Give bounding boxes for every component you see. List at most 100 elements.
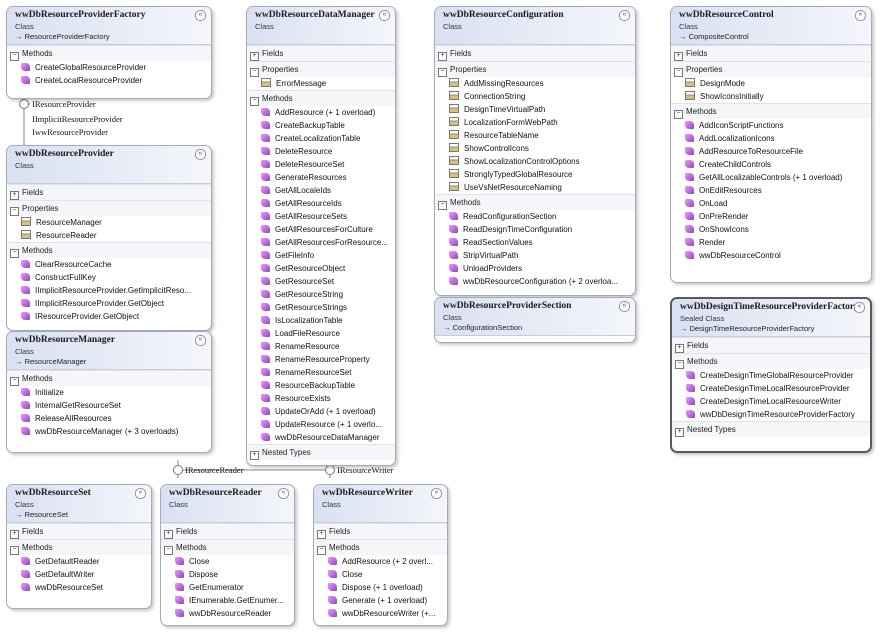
member-item[interactable]: Initialize — [7, 386, 211, 399]
member-item[interactable]: UnloadProviders — [435, 262, 635, 275]
minus-icon[interactable]: − — [438, 201, 447, 210]
member-item[interactable]: GetAllLocaleIds — [247, 184, 395, 197]
member-item[interactable]: wwDbResourceDataManager — [247, 431, 395, 444]
minus-icon[interactable]: − — [10, 249, 19, 258]
member-item[interactable]: ResourceBackupTable — [247, 379, 395, 392]
member-item[interactable]: DesignTimeVirtualPath — [435, 103, 635, 116]
collapse-icon[interactable]: « — [195, 335, 206, 346]
member-item[interactable]: UpdateResource (+ 1 overlo... — [247, 418, 395, 431]
member-item[interactable]: CreateBackupTable — [247, 119, 395, 132]
member-item[interactable]: CreateLocalizationTable — [247, 132, 395, 145]
section-header[interactable]: +Fields — [671, 45, 871, 61]
plus-icon[interactable]: + — [438, 52, 447, 61]
plus-icon[interactable]: + — [10, 191, 19, 200]
section-header[interactable]: −Properties — [435, 61, 635, 77]
minus-icon[interactable]: − — [438, 68, 447, 77]
section-header[interactable]: −Properties — [247, 61, 395, 77]
minus-icon[interactable]: − — [10, 377, 19, 386]
member-item[interactable]: ResourceManager — [7, 216, 211, 229]
minus-icon[interactable]: − — [10, 546, 19, 555]
member-item[interactable]: AddResource (+ 2 overl... — [314, 555, 447, 568]
member-item[interactable]: Dispose — [161, 568, 294, 581]
member-item[interactable]: GetAllLocalizableControls (+ 1 overload) — [671, 171, 871, 184]
member-item[interactable]: IImplicitResourceProvider.GetImplicitRes… — [7, 284, 211, 297]
section-header[interactable]: −Methods — [247, 90, 395, 106]
member-item[interactable]: ShowControlIcons — [435, 142, 635, 155]
section-header[interactable]: −Methods — [7, 539, 151, 555]
minus-icon[interactable]: − — [675, 360, 684, 369]
member-item[interactable]: GetResourceSet — [247, 275, 395, 288]
member-item[interactable]: AddMissingResources — [435, 77, 635, 90]
section-header[interactable]: +Fields — [7, 523, 151, 539]
member-item[interactable]: ConnectionString — [435, 90, 635, 103]
minus-icon[interactable]: − — [674, 68, 683, 77]
section-header[interactable]: −Methods — [314, 539, 447, 555]
member-item[interactable]: Close — [314, 568, 447, 581]
minus-icon[interactable]: − — [250, 97, 259, 106]
member-item[interactable]: wwDbResourceConfiguration (+ 2 overloa..… — [435, 275, 635, 288]
member-item[interactable]: ResourceExists — [247, 392, 395, 405]
member-item[interactable]: AddIconScriptFunctions — [671, 119, 871, 132]
member-item[interactable]: GetResourceStrings — [247, 301, 395, 314]
member-item[interactable]: StronglyTypedGlobalResource — [435, 168, 635, 181]
member-item[interactable]: GetDefaultWriter — [7, 568, 151, 581]
member-item[interactable]: IResourceProvider.GetObject — [7, 310, 211, 323]
section-header[interactable]: −Methods — [435, 194, 635, 210]
minus-icon[interactable]: − — [674, 110, 683, 119]
minus-icon[interactable]: − — [10, 52, 19, 61]
member-item[interactable]: AddResource (+ 1 overload) — [247, 106, 395, 119]
member-item[interactable]: DeleteResourceSet — [247, 158, 395, 171]
member-item[interactable]: GetAllResourceSets — [247, 210, 395, 223]
member-item[interactable]: GetAllResourcesForCulture — [247, 223, 395, 236]
plus-icon[interactable]: + — [250, 451, 259, 460]
section-header[interactable]: −Properties — [671, 61, 871, 77]
member-item[interactable]: ErrorMessage — [247, 77, 395, 90]
member-item[interactable]: ShowLocalizationControlOptions — [435, 155, 635, 168]
member-item[interactable]: Close — [161, 555, 294, 568]
collapse-icon[interactable]: « — [278, 488, 289, 499]
member-item[interactable]: IEnumerable.GetEnumer... — [161, 594, 294, 607]
member-item[interactable]: RenameResource — [247, 340, 395, 353]
section-header[interactable]: −Methods — [161, 539, 294, 555]
section-header[interactable]: −Properties — [7, 200, 211, 216]
collapse-icon[interactable]: « — [431, 488, 442, 499]
minus-icon[interactable]: − — [10, 207, 19, 216]
section-header[interactable]: +Fields — [7, 184, 211, 200]
member-item[interactable]: Render — [671, 236, 871, 249]
member-item[interactable]: OnPreRender — [671, 210, 871, 223]
member-item[interactable]: wwDbResourceSet — [7, 581, 151, 594]
member-item[interactable]: GetResourceObject — [247, 262, 395, 275]
member-item[interactable]: GetAllResourceIds — [247, 197, 395, 210]
member-item[interactable]: CreateDesignTimeGlobalResourceProvider — [672, 369, 870, 382]
minus-icon[interactable]: − — [317, 546, 326, 555]
member-item[interactable]: CreateDesignTimeLocalResourceWriter — [672, 395, 870, 408]
member-item[interactable]: ClearResourceCache — [7, 258, 211, 271]
member-item[interactable]: CreateDesignTimeLocalResourceProvider — [672, 382, 870, 395]
member-item[interactable]: Generate (+ 1 overload) — [314, 594, 447, 607]
plus-icon[interactable]: + — [250, 52, 259, 61]
member-item[interactable]: ReleaseAllResources — [7, 412, 211, 425]
member-item[interactable]: GenerateResources — [247, 171, 395, 184]
member-item[interactable]: wwDbResourceReader — [161, 607, 294, 620]
member-item[interactable]: wwDbResourceManager (+ 3 overloads) — [7, 425, 211, 438]
section-header[interactable]: −Methods — [7, 242, 211, 258]
section-header[interactable]: +Fields — [247, 45, 395, 61]
collapse-icon[interactable]: « — [195, 10, 206, 21]
member-item[interactable]: DeleteResource — [247, 145, 395, 158]
member-item[interactable]: LoadFileResource — [247, 327, 395, 340]
member-item[interactable]: GetResourceString — [247, 288, 395, 301]
plus-icon[interactable]: + — [675, 344, 684, 353]
